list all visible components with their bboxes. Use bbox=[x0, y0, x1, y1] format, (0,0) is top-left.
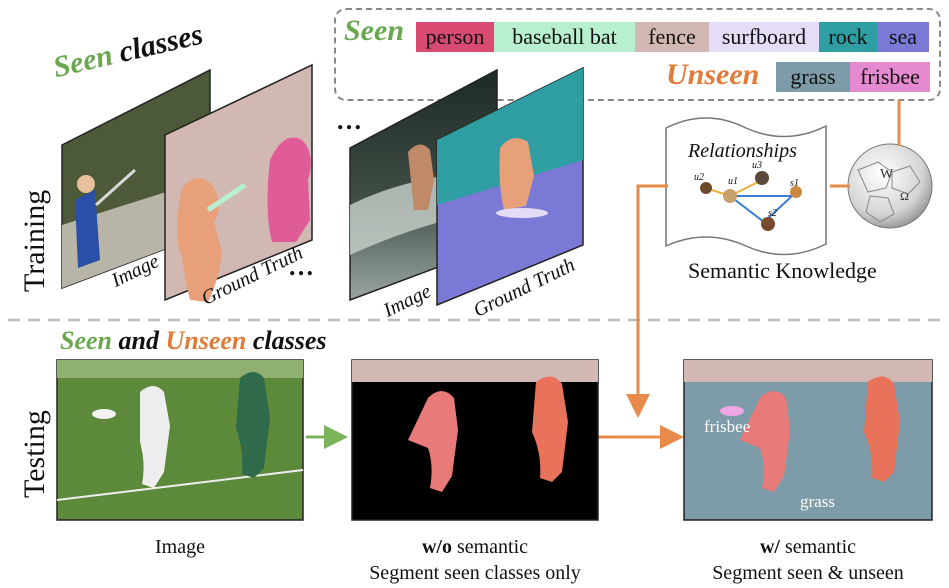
svg-text:Ω: Ω bbox=[900, 189, 909, 203]
w-bold: w/ bbox=[759, 536, 780, 558]
ellipsis-top: … bbox=[336, 106, 362, 135]
ellipsis-bottom: … bbox=[288, 252, 314, 281]
testing-classes-word: classes bbox=[252, 326, 327, 355]
node-dog-icon bbox=[723, 189, 737, 203]
node-label-s1: s1 bbox=[790, 178, 799, 189]
testing-and-word: and bbox=[118, 326, 159, 355]
wo-semantic-line2: Segment seen classes only bbox=[369, 562, 581, 584]
node-deer-icon bbox=[790, 186, 802, 198]
wo-semantic-caption: w/o semantic Segment seen classes only bbox=[340, 534, 610, 586]
class-legend bbox=[334, 8, 941, 101]
wikipedia-globe-icon: W Ω bbox=[847, 143, 933, 229]
chip-rock: rock bbox=[819, 22, 877, 52]
w-semantic-line1: w/ semantic bbox=[680, 534, 936, 560]
node-label-s2: s2 bbox=[768, 208, 777, 219]
result-with-semantic bbox=[683, 359, 933, 521]
node-label-u2: u2 bbox=[694, 172, 704, 183]
w-semantic-line2: Segment seen & unseen bbox=[712, 562, 904, 584]
chip-frisbee: frisbee bbox=[850, 62, 930, 92]
chip-surfboard: surfboard bbox=[709, 22, 819, 52]
node-giraffe-icon bbox=[700, 182, 712, 194]
wo-bold: w/o bbox=[421, 536, 452, 558]
wo-rest: semantic bbox=[451, 536, 529, 558]
node-elephant-icon bbox=[755, 171, 769, 185]
testing-heading: Seen and Unseen classes bbox=[60, 326, 327, 356]
chip-fence: fence bbox=[635, 22, 709, 52]
relationships-scroll bbox=[665, 117, 827, 256]
node-horse-icon bbox=[761, 217, 775, 231]
wo-semantic-line1: w/o semantic bbox=[340, 534, 610, 560]
chip-sea: sea bbox=[877, 22, 929, 52]
frisbee-overlay-label: frisbee bbox=[704, 417, 751, 436]
chip-grass: grass bbox=[776, 62, 850, 92]
train-gt-surf bbox=[436, 66, 584, 307]
legend-seen-label: Seen bbox=[344, 14, 404, 47]
node-label-u3: u3 bbox=[752, 160, 762, 171]
w-rest: semantic bbox=[779, 536, 857, 558]
semantic-knowledge-label: Semantic Knowledge bbox=[688, 258, 877, 283]
result-without-semantic bbox=[351, 359, 599, 521]
chip-person: person bbox=[416, 22, 494, 52]
test-image-frisbee bbox=[56, 359, 304, 521]
testing-unseen-word: Unseen bbox=[165, 326, 247, 355]
chip-baseball-bat: baseball bat bbox=[494, 22, 635, 52]
legend-unseen-label: Unseen bbox=[666, 58, 760, 91]
relationships-label: Relationships bbox=[688, 140, 797, 162]
testing-seen-word: Seen bbox=[60, 326, 112, 355]
grass-overlay-label: grass bbox=[800, 492, 835, 511]
node-label-u1: u1 bbox=[728, 176, 738, 187]
train-gt-baseball bbox=[164, 63, 313, 302]
arrow-knowledge-down bbox=[626, 184, 668, 418]
w-semantic-caption: w/ semantic Segment seen & unseen bbox=[680, 534, 936, 586]
test-image-caption: Image bbox=[155, 536, 205, 558]
svg-text:W: W bbox=[880, 167, 894, 182]
